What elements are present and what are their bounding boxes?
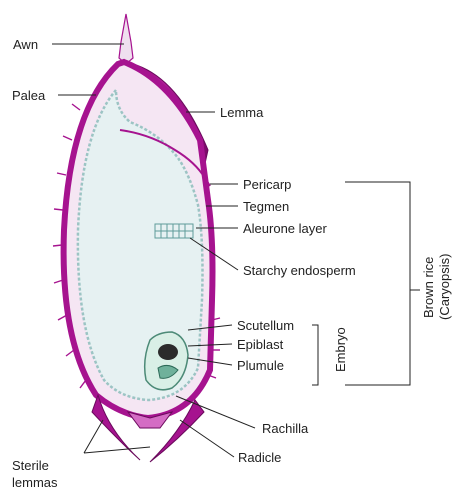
embryo-core bbox=[158, 344, 178, 360]
label-epiblast: Epiblast bbox=[237, 337, 284, 352]
label-palea: Palea bbox=[12, 88, 46, 103]
label-rachilla: Rachilla bbox=[262, 421, 309, 436]
label-sterile-lemmas-1: Sterile bbox=[12, 458, 49, 473]
label-pericarp: Pericarp bbox=[243, 177, 291, 192]
label-brown-rice: Brown rice bbox=[421, 257, 436, 318]
label-scutellum: Scutellum bbox=[237, 318, 294, 333]
label-tegmen: Tegmen bbox=[243, 199, 289, 214]
label-embryo: Embryo bbox=[333, 327, 348, 372]
label-plumule: Plumule bbox=[237, 358, 284, 373]
label-aleurone-layer: Aleurone layer bbox=[243, 221, 327, 236]
label-awn: Awn bbox=[13, 37, 38, 52]
brown-rice-bracket bbox=[345, 182, 410, 385]
label-lemma: Lemma bbox=[220, 105, 264, 120]
label-sterile-lemmas-2: lemmas bbox=[12, 475, 58, 490]
label-caryopsis: (Caryopsis) bbox=[437, 254, 452, 320]
label-starchy-endosperm: Starchy endosperm bbox=[243, 263, 356, 278]
awn-shape bbox=[119, 14, 133, 64]
embryo-bracket bbox=[312, 325, 318, 385]
label-radicle: Radicle bbox=[238, 450, 281, 465]
